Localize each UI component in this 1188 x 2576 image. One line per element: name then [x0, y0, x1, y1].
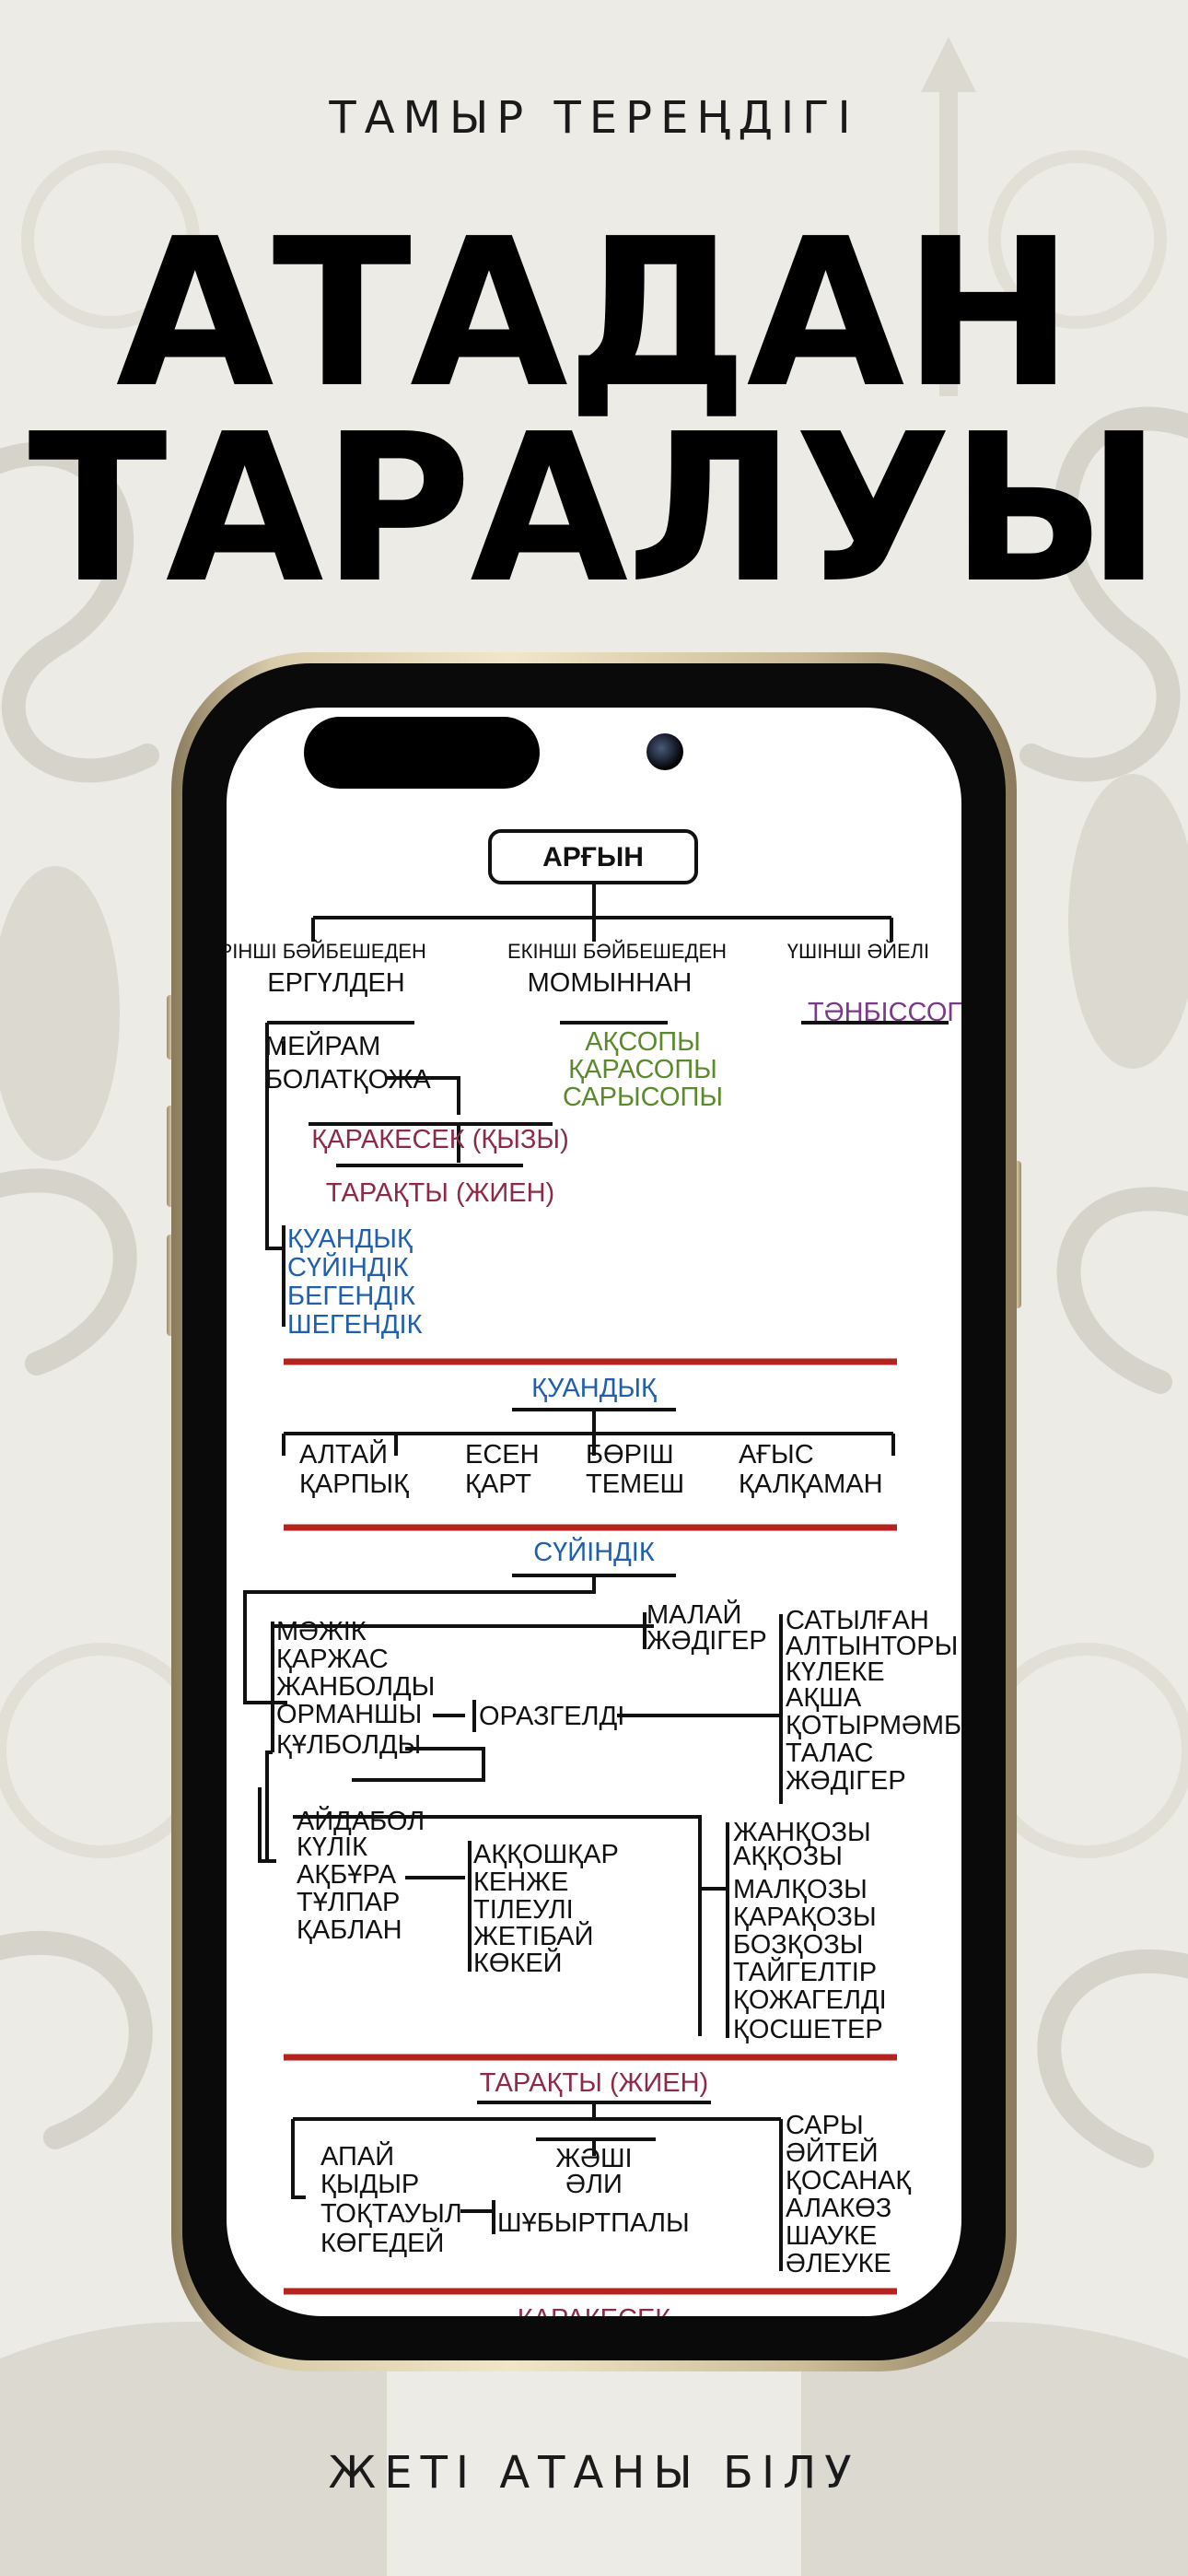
quandyq-son: ЕСЕН [465, 1440, 540, 1469]
branch1-name: ЕРГҮЛДЕН [267, 968, 404, 998]
aidabol-son: АҚҚОЗЫ [733, 1842, 843, 1871]
orazgeldi-son: КҮЛЕКЕ [786, 1657, 885, 1687]
taraqty-left-son: КӨГЕДЕЙ [320, 2227, 444, 2258]
orazgeldi-son: ТАЛАС [786, 1739, 873, 1768]
aidabol-son: ЖАНҚОЗЫ [733, 1818, 871, 1847]
branch3-name: ТӘНБІССОПЫ [808, 998, 990, 1027]
kulboldy-son: ТҰЛПАР [297, 1888, 400, 1917]
quandyq-title: ҚУАНДЫҚ [531, 1374, 657, 1403]
akbura-son: КӨКЕЙ [473, 1947, 563, 1978]
meyram-son: ҚУАНДЫҚ [287, 1224, 413, 1254]
branch3-note: ҮШІНШІ ӘЙЕЛІ [787, 940, 929, 963]
taraqty-right-son: ШАУКЕ [786, 2221, 877, 2251]
taraqty-right-son: САРЫ [786, 2111, 864, 2140]
kulboldy-son: АЙДАБОЛ [297, 1805, 425, 1836]
orazgeldi-son: ЖӘДІГЕР [786, 1766, 906, 1796]
suyindik-title: СҮЙІНДІК [533, 1536, 655, 1567]
camera-lens-icon [646, 733, 683, 770]
aidabol-son: МАЛҚОЗЫ [733, 1875, 868, 1904]
suyindik-son: ЖАНБОЛДЫ [276, 1672, 435, 1702]
karakesek-title: ҚАРАКЕСЕК [518, 2304, 671, 2334]
meyram-son: БЕГЕНДІК [287, 1282, 415, 1311]
quandyq-son: АЛТАЙ [299, 1438, 388, 1469]
taraqty-zhien-label: ТАРАҚТЫ (ЖИЕН) [326, 1178, 554, 1208]
bolatkozha-label: БОЛАТҚОЖА [265, 1065, 431, 1095]
branch1-note: БІРІНШІ БӘЙБЕШЕДЕН [200, 940, 426, 963]
shubyrtpaly-label: ШҰБЫРТПАЛЫ [497, 2208, 690, 2238]
karakesek-kyzy-label: ҚАРАКЕСЕК (ҚЫЗЫ) [311, 1125, 569, 1154]
taraqty-title: ТАРАҚТЫ (ЖИЕН) [480, 2068, 708, 2098]
branch2-note: ЕКІНШІ БӘЙБЕШЕДЕН [507, 940, 727, 963]
zhashi-label: ЖӘШІ [555, 2144, 632, 2173]
malai-label: МАЛАЙ [646, 1598, 741, 1630]
orazgeldi-son: АЛТЫНТОРЫ [786, 1632, 958, 1661]
aidabol-son: ҚОЖАГЕЛДІ [733, 1985, 887, 2015]
quandyq-son: ҚАРТ [465, 1469, 531, 1499]
meyram-son: ШЕГЕНДІК [287, 1310, 423, 1340]
root-label: АРҒЫН [542, 842, 644, 872]
aidabol-son: ҚОСШЕТЕР [733, 2015, 883, 2044]
kulboldy-son: АҚБҰРА [297, 1860, 397, 1890]
malai-label: ЖӘДІГЕР [646, 1626, 767, 1656]
orazgeldi-son: ҚОТЫРМӘМБЕТ [786, 1711, 996, 1740]
kulboldy-son: КҮЛІК [297, 1832, 367, 1862]
taraqty-left-son: ТОҚТАУЫЛ [320, 2199, 462, 2229]
momyn-son: АҚСОПЫ [585, 1027, 701, 1057]
quandyq-son: ҚАЛҚАМАН [739, 1469, 883, 1499]
akbura-son: ТІЛЕУЛІ [473, 1895, 574, 1925]
quandyq-son: ҚАРПЫҚ [299, 1469, 409, 1499]
akbura-son: КЕНЖЕ [473, 1868, 568, 1897]
phone-bezel [182, 663, 1006, 2360]
dynamic-island [304, 717, 540, 789]
meyram-son: СҮЙІНДІК [287, 1251, 409, 1282]
suyindik-son: МӘЖІК [276, 1617, 367, 1646]
aidabol-son: БОЗҚОЗЫ [733, 1930, 863, 1960]
footer-text: ЖЕТІ АТАНЫ БІЛУ [328, 2447, 860, 2499]
momyn-son: ҚАРАСОПЫ [568, 1055, 717, 1084]
taraqty-left-son: ҚЫДЫР [320, 2170, 419, 2199]
quandyq-son: ТЕМЕШ [586, 1469, 684, 1499]
kulboldy-son: ҚАБЛАН [297, 1915, 402, 1945]
aidabol-son: ҚАРАҚОЗЫ [733, 1903, 877, 1932]
title-line-1: АТАДАН [115, 195, 1074, 433]
zhashi-label: ӘЛИ [565, 2170, 623, 2199]
quandyq-son: АҒЫС [739, 1440, 814, 1469]
orazgeldi-son: АҚША [786, 1683, 862, 1713]
orazgeldi-son: САТЫЛҒАН [786, 1606, 929, 1635]
suyindik-son: ОРМАНШЫ [276, 1700, 422, 1729]
taraqty-right-son: АЛАКӨЗ [786, 2194, 891, 2223]
phone-screen [227, 708, 961, 2316]
taraqty-right-son: ӘЛЕУКЕ [786, 2249, 891, 2278]
kicker-text: ТАМЫР ТЕРЕҢДІГІ [329, 92, 859, 144]
taraqty-left-son: АПАЙ [320, 2140, 394, 2172]
root-box [488, 829, 698, 884]
taraqty-right-son: ӘЙТЕЙ [786, 2137, 879, 2168]
akbura-son: ЖЕТІБАЙ [473, 1920, 593, 1951]
suyindik-son: ҚАРЖАС [276, 1645, 389, 1674]
orazgeldi-label: ОРАЗГЕЛДІ [479, 1702, 624, 1731]
suyindik-son: ҚҰЛБОЛДЫ [276, 1730, 421, 1760]
taraqty-right-son: ҚОСАНАҚ [786, 2166, 911, 2195]
quandyq-son: БӨРІШ [586, 1440, 674, 1469]
phone-power-button [1012, 1161, 1021, 1308]
branch2-name: МОМЫННАН [528, 968, 693, 998]
momyn-son: САРЫСОПЫ [563, 1083, 723, 1112]
meyram-label: МЕЙРАМ [265, 1030, 380, 1061]
akbura-son: АҚҚОШҚАР [473, 1840, 619, 1869]
title-line-2: ТАРАЛУЫ [28, 391, 1161, 628]
aidabol-son: ТАЙГЕЛТІР [733, 1956, 877, 1987]
